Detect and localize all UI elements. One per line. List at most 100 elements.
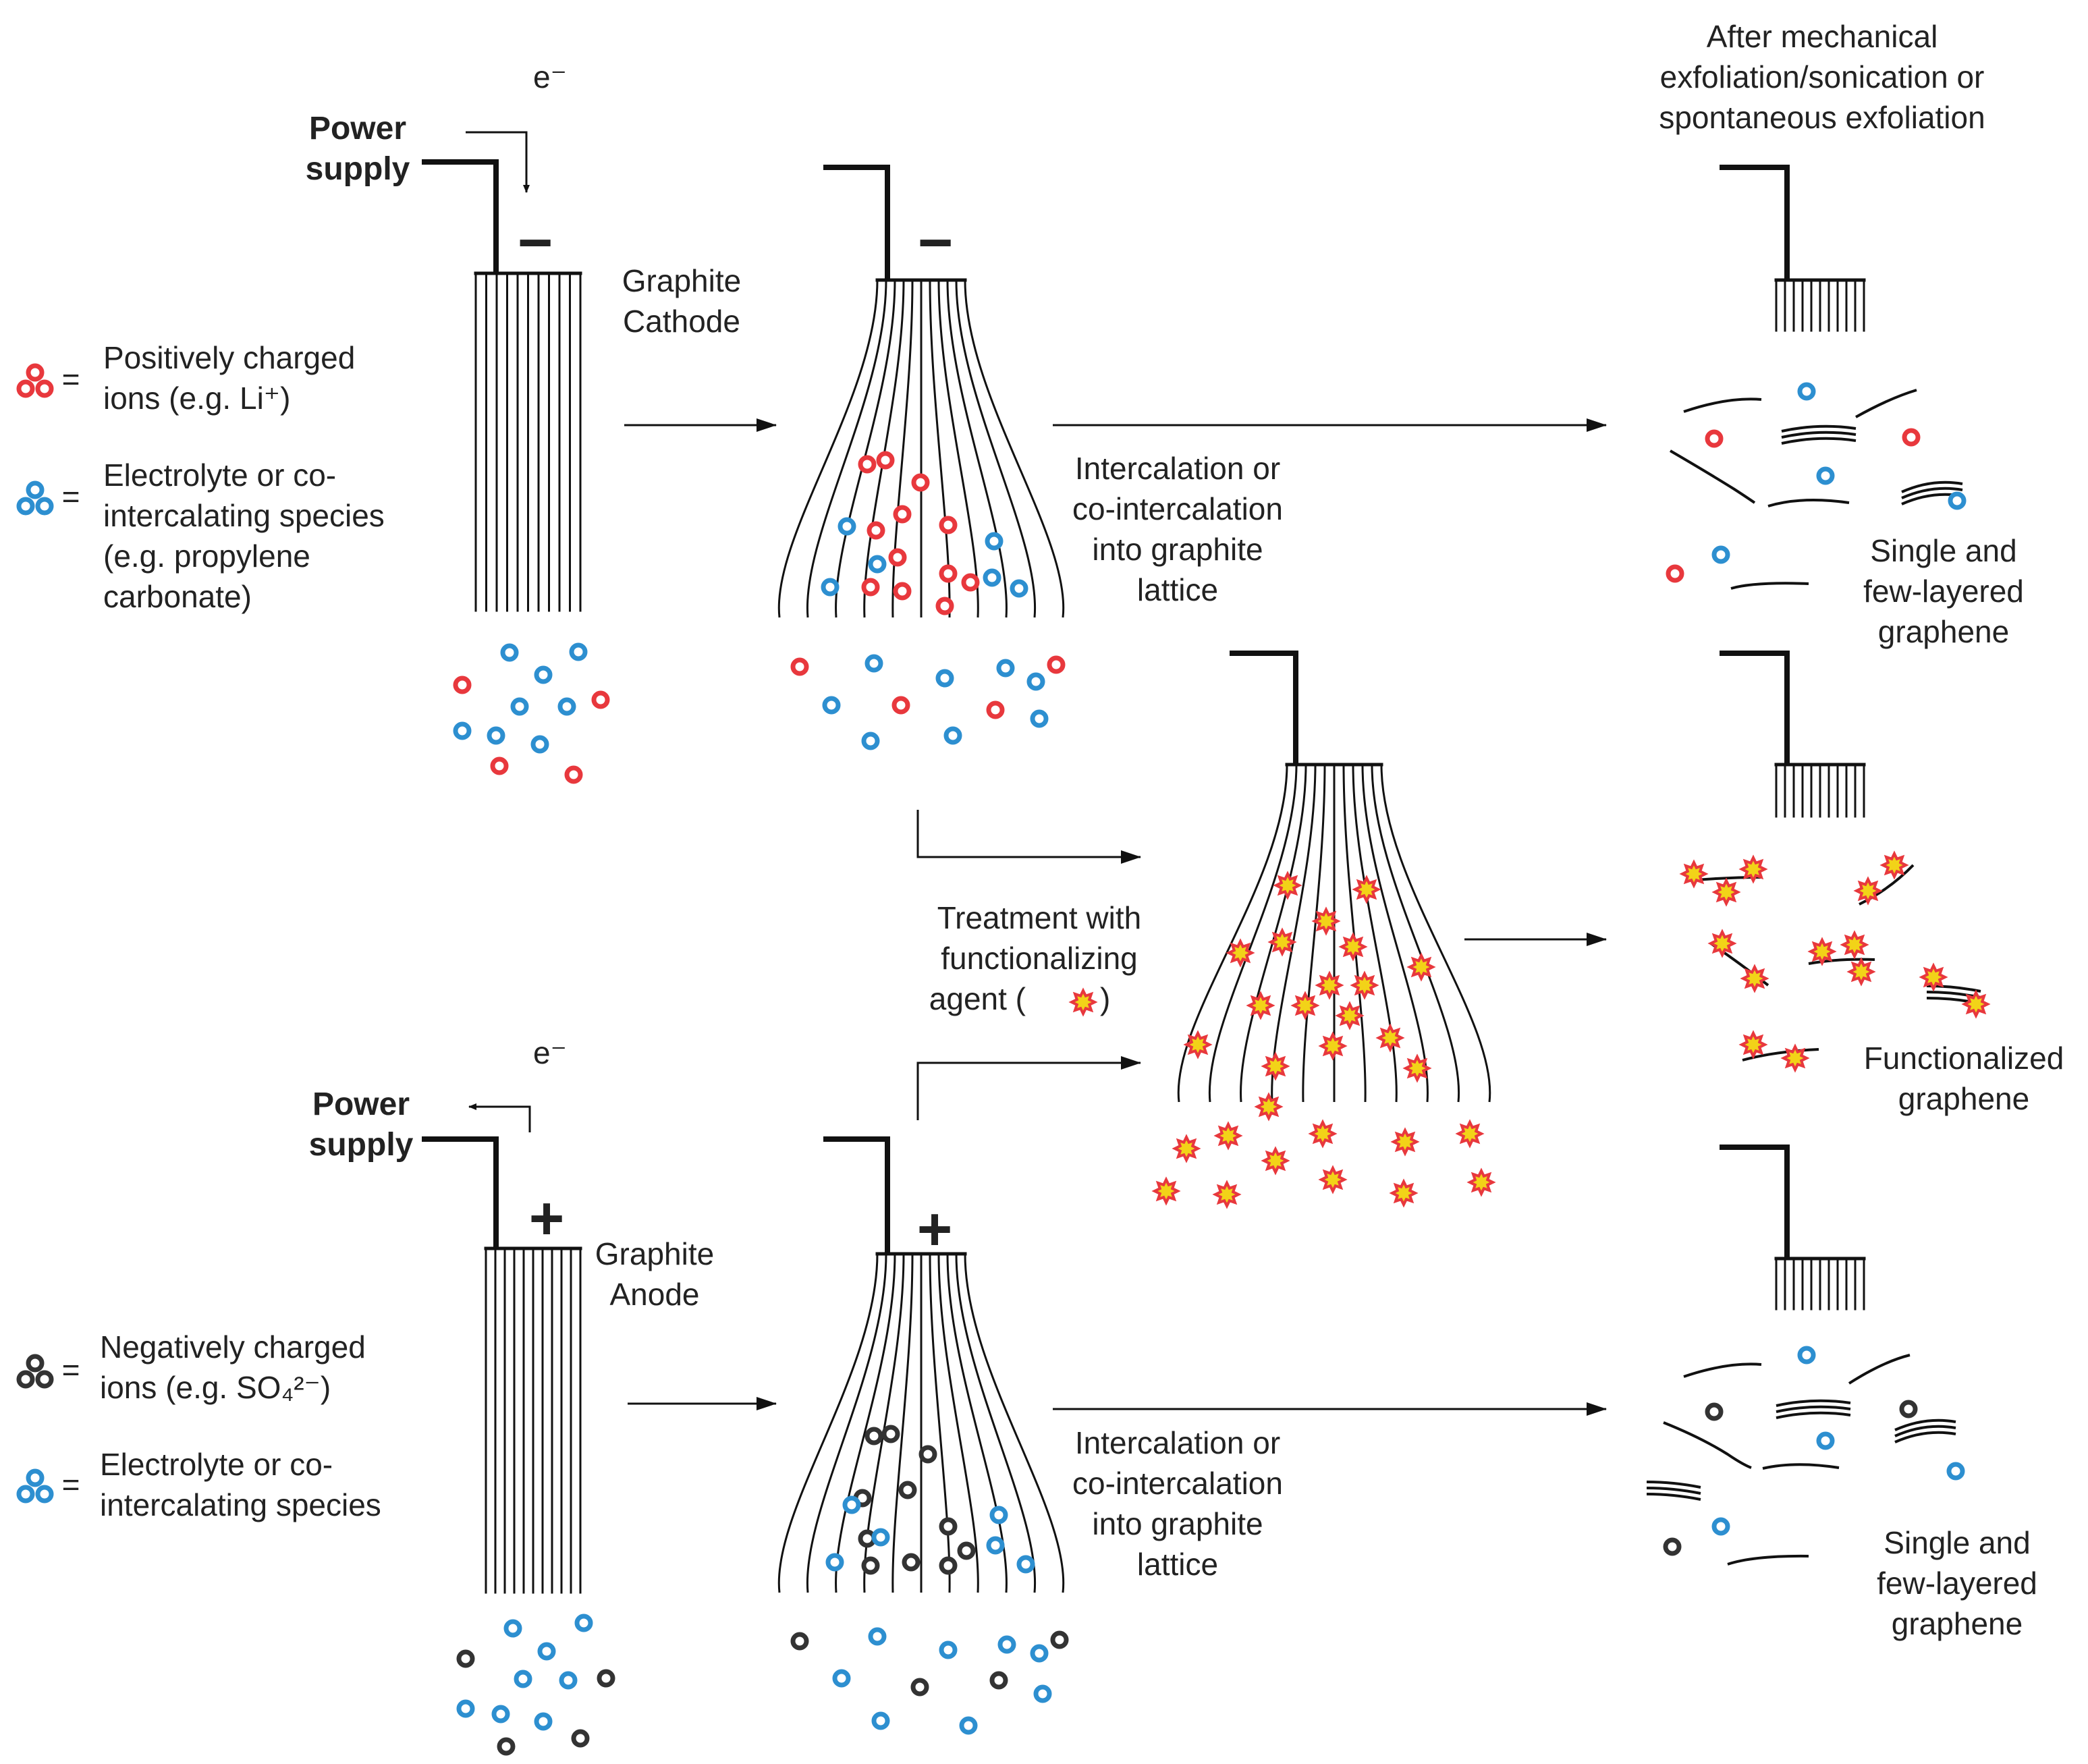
graphene-flake	[1669, 449, 1756, 504]
negative-ion	[898, 1481, 917, 1499]
negative-ion	[1663, 1537, 1682, 1556]
functionalizing-agent	[1338, 932, 1368, 962]
electrolyte-molecule	[1030, 1644, 1049, 1663]
intercalated-cathode-layer	[964, 279, 1065, 618]
svg-text:few-layered: few-layered	[1863, 574, 2024, 609]
graphene-flake	[1859, 864, 1915, 906]
functionalizing-agent	[1375, 1023, 1405, 1053]
svg-text:(e.g. propylene: (e.g. propylene	[103, 539, 310, 574]
negative-ion	[939, 1556, 958, 1575]
positive-ion	[891, 696, 910, 715]
positive-ion	[986, 700, 1005, 719]
graphene-flake	[1727, 1554, 1809, 1566]
functionalizing-agent	[1315, 970, 1344, 1000]
svg-text:Intercalation or: Intercalation or	[1075, 451, 1280, 486]
functionalizing-agent	[1961, 989, 1991, 1019]
positive-ion	[861, 578, 880, 597]
svg-text:Power: Power	[309, 111, 406, 146]
functionalizing-agent	[1290, 991, 1320, 1020]
negative-ion	[597, 1669, 615, 1688]
exfoliated-top-wire	[1720, 165, 1790, 280]
svg-text:co-intercalation: co-intercalation	[1072, 1466, 1283, 1501]
functionalizing-agent	[1807, 937, 1837, 966]
single-few-bottom-label: Single and few-layered graphene	[1877, 1525, 2037, 1641]
power-supply-top-label: Power supply	[306, 111, 410, 187]
electrolyte-molecule	[983, 568, 1001, 587]
functionalizing-agent	[1212, 1180, 1242, 1209]
svg-text:into graphite: into graphite	[1092, 1506, 1263, 1541]
graphene-stack	[1901, 480, 1963, 493]
electrolyte-molecule	[943, 726, 962, 745]
graphene-stack	[1901, 487, 1963, 499]
functionalized-electrode-layer	[1380, 764, 1491, 1103]
functionalizing-agent	[1172, 1134, 1201, 1163]
electrolyte-molecule	[935, 669, 954, 688]
svg-text:intercalating species: intercalating species	[103, 498, 385, 533]
electrolyte-molecule	[1948, 491, 1967, 510]
intercalated-cathode-layer	[946, 279, 1008, 618]
intercalated-anode-layer	[937, 1253, 979, 1593]
intercalated-anode-layer	[806, 1253, 887, 1593]
electrolyte-molecule	[1711, 1517, 1730, 1536]
intercalated-anode-layer	[929, 1253, 951, 1593]
graphene-stack	[1776, 1399, 1851, 1407]
electrolyte-molecule	[559, 1671, 578, 1690]
functionalized-electrode-layer	[1371, 764, 1460, 1103]
svg-text:Functionalized: Functionalized	[1864, 1041, 2064, 1076]
negative-ion	[918, 1445, 937, 1464]
svg-text:Treatment with: Treatment with	[937, 900, 1142, 935]
electrolyte-molecule	[1010, 579, 1028, 598]
svg-text:Electrolyte or co-: Electrolyte or co-	[103, 458, 336, 493]
functionalized-electrode-layer	[1271, 764, 1317, 1103]
negative-ion	[881, 1425, 900, 1443]
svg-text:Electrolyte or co-: Electrolyte or co-	[100, 1447, 333, 1482]
treatment-label: Treatment with functionalizing agent ( )	[929, 900, 1141, 1016]
positive-ion	[591, 690, 610, 709]
positive-ion	[867, 521, 885, 540]
electrolyte-molecule	[487, 726, 505, 745]
functionalizing-agent	[1151, 1176, 1181, 1206]
positive-ion	[888, 548, 907, 567]
electrolyte-molecule	[1016, 1555, 1035, 1574]
functionalizing-agent	[1711, 877, 1741, 907]
electrolyte-molecule	[871, 1528, 890, 1547]
graphene-flake	[1767, 499, 1850, 507]
electrolyte-molecule	[1797, 382, 1816, 401]
electrolyte-molecule	[959, 1716, 978, 1735]
middle-top-wire	[823, 165, 890, 280]
graphene-stack	[1781, 431, 1857, 439]
minus-sign: −	[518, 209, 553, 277]
svg-text:carbonate): carbonate)	[103, 579, 252, 614]
positive-ion	[876, 451, 895, 470]
electrolyte-molecule	[985, 532, 1004, 551]
graphene-stack	[1646, 1493, 1701, 1501]
negative-ion	[861, 1556, 880, 1575]
intercalation-top-label: Intercalation or co-intercalation into g…	[1072, 451, 1283, 607]
electrolyte-molecule	[16, 497, 35, 516]
electrolyte-molecule	[871, 1711, 890, 1730]
functionalizing-agent	[1919, 962, 1948, 992]
functionalizing-agent	[1273, 871, 1302, 900]
positive-ion	[790, 657, 809, 676]
graphene-flake	[1742, 1048, 1819, 1062]
electrolyte-molecule	[868, 555, 887, 574]
functionalized-electrode-layer	[1302, 764, 1326, 1103]
intercalated-anode-layer	[891, 1253, 914, 1593]
electrolyte-molecule	[821, 578, 840, 597]
functionalizing-agent	[1308, 1119, 1338, 1149]
positive-ion	[564, 765, 583, 784]
electrolyte-molecule	[822, 696, 841, 715]
functionalized-electrode-layer	[1208, 764, 1298, 1103]
negative-ion	[864, 1427, 883, 1445]
functionalizing-agent	[1068, 987, 1098, 1017]
positive-ion	[939, 564, 958, 583]
functionalizing-agent	[1267, 927, 1297, 957]
positive-ion	[453, 676, 472, 694]
electron-top-label: e⁻	[533, 59, 567, 94]
electrolyte-molecule	[26, 1468, 45, 1487]
functionalizing-agent	[1389, 1178, 1419, 1208]
electrolyte-molecule	[986, 1536, 1005, 1555]
intercalated-anode-layer	[964, 1253, 1065, 1593]
electrolyte-molecule	[939, 1641, 958, 1659]
negative-ion	[1050, 1630, 1069, 1649]
